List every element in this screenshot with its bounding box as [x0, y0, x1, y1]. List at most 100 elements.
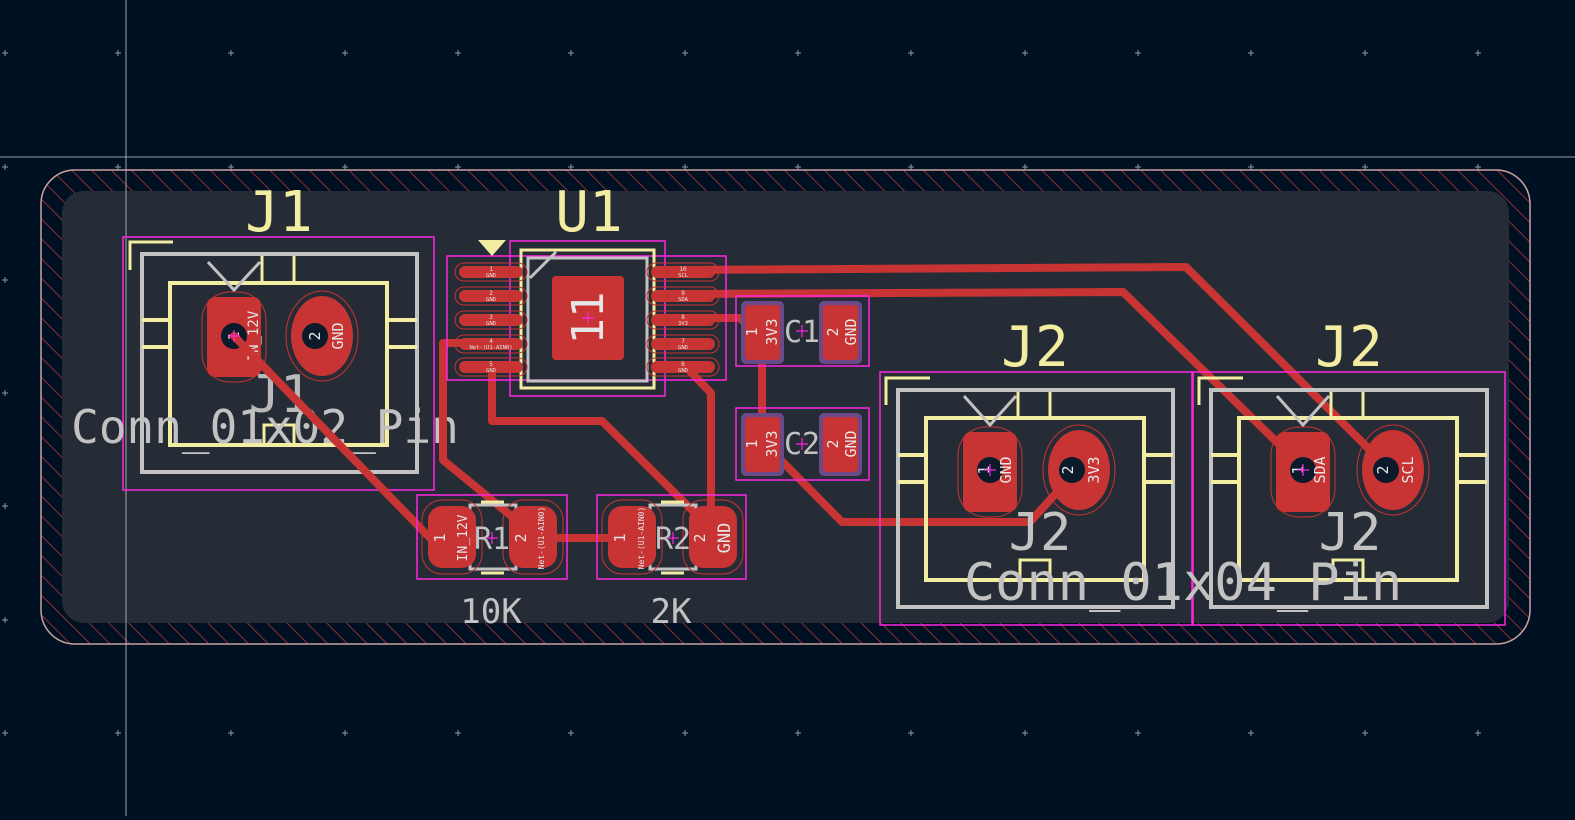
u1-pad-num: 5 — [489, 361, 493, 368]
r1-pad-2-clearance — [502, 499, 564, 575]
j2-value[interactable]: Conn_01x04_Pin — [964, 553, 1402, 613]
r2-pad-2[interactable] — [689, 506, 737, 568]
track-3v3-j2[interactable] — [761, 440, 1072, 526]
j1-pad-2-net: GND — [329, 322, 347, 349]
u1-pad-num: 9 — [681, 290, 685, 297]
r1-pad-1-clearance — [421, 499, 483, 575]
j1-reference[interactable]: J1 — [245, 180, 312, 245]
j2b-fab-reference: J2 — [1319, 503, 1382, 563]
u1-pad-net: GND — [486, 368, 496, 374]
j2b-reference[interactable]: J2 — [1315, 315, 1382, 380]
c1-pad-2[interactable] — [823, 305, 858, 360]
j1-latch — [262, 423, 296, 447]
footprint-r2[interactable]: 1 Net-(U1-AIN0) 2 GND R2 2K — [596, 494, 747, 632]
copper-tracks[interactable] — [230, 263, 1379, 544]
footprint-c1[interactable]: 1 3V3 2 GND C1 — [735, 295, 870, 367]
c2-pad-1[interactable] — [745, 417, 780, 472]
u1-pad-net: GND — [486, 321, 496, 327]
u1-pad-net: GND — [486, 273, 496, 279]
j1-pad-2[interactable]: 2 GND — [285, 290, 359, 382]
track-gnd-u1[interactable] — [681, 362, 715, 528]
track-gnd-r2[interactable] — [488, 364, 710, 528]
u1-pad-1[interactable] — [459, 266, 523, 278]
footprint-c2[interactable]: 1 3V3 2 GND C2 — [735, 407, 870, 481]
u1-pad-net: SDA — [678, 297, 689, 303]
j2a-pad-1-net: GND — [997, 456, 1015, 483]
j2a-fab-reference: J2 — [1009, 503, 1072, 563]
u1-pad-clearance — [646, 286, 720, 306]
u1-pad-clearance — [646, 310, 720, 330]
u1-pad-num: 3 — [489, 314, 493, 321]
u1-pad-clearance — [646, 262, 720, 282]
u1-pad-clearance — [454, 310, 528, 330]
r1-pad-1-net: IN_12V — [456, 514, 471, 561]
r2-pad-1[interactable] — [608, 506, 656, 568]
u1-pin1-triangle — [478, 240, 506, 256]
j1-pin1-marker — [128, 240, 173, 270]
u1-pad-3[interactable] — [459, 314, 523, 326]
r2-pad-2-num: 2 — [691, 533, 709, 542]
j2b-pad-1-clearance — [1270, 426, 1336, 518]
j2a-pad-2-num: 2 — [1059, 465, 1077, 474]
r2-value[interactable]: 2K — [651, 592, 692, 632]
u1-pad-clearance — [646, 334, 720, 354]
track-sda[interactable] — [666, 288, 1294, 459]
j1-pin1-triangle — [206, 260, 262, 293]
j1-courtyard — [122, 236, 435, 491]
track-in-12v[interactable] — [230, 332, 436, 544]
u1-pad-net: GND — [678, 345, 688, 351]
c1-pad-1[interactable] — [745, 305, 780, 360]
u1-pad-net: 3V3 — [678, 321, 688, 327]
u1-pad-num: 7 — [681, 338, 685, 345]
j2a-pad-2-clearance — [1042, 424, 1116, 516]
j2b-fab-outline — [1209, 388, 1489, 609]
u1-pad-9[interactable] — [651, 290, 715, 302]
track-ain0-r1[interactable] — [439, 339, 525, 528]
j2a-pad-2-net: 3V3 — [1085, 456, 1103, 483]
u1-fab-chamfer — [528, 250, 558, 280]
r1-pad-2[interactable] — [509, 506, 557, 568]
j1-fab-outline — [140, 252, 419, 474]
j2a-reference[interactable]: J2 — [1001, 315, 1068, 380]
board-outline[interactable] — [40, 169, 1531, 645]
j2b-pad-1-net: SDA — [1311, 456, 1329, 483]
u1-pad-6[interactable] — [651, 361, 715, 373]
j2b-pad-2-hole — [1373, 457, 1399, 483]
j2b-courtyard — [1192, 371, 1506, 626]
footprint-j2a[interactable]: 1 GND 2 3V3 J2 J2 — [879, 315, 1193, 626]
c1-pad-1-num: 1 — [743, 327, 761, 336]
c1-pad-2-num: 2 — [824, 327, 842, 336]
u1-pad-7[interactable] — [651, 338, 715, 350]
track-scl[interactable] — [666, 263, 1379, 459]
j2b-pad-2-num: 2 — [1374, 465, 1392, 474]
u1-pad-4[interactable] — [459, 338, 523, 350]
board-fill — [62, 191, 1509, 623]
u1-reference[interactable]: U1 — [555, 180, 622, 245]
u1-pad-2[interactable] — [459, 290, 523, 302]
j2b-pad-2[interactable]: 2 SCL — [1356, 424, 1430, 516]
u1-pad-8[interactable] — [651, 314, 715, 326]
u1-pad-num: 8 — [681, 314, 685, 321]
u1-pad-5[interactable] — [459, 361, 523, 373]
c2-pad-2[interactable] — [823, 417, 858, 472]
u1-pad-10[interactable] — [651, 266, 715, 278]
c2-courtyard — [735, 407, 870, 481]
footprint-r1[interactable]: 1 IN_12V 2 Net-(U1-AIN0) R1 10K — [416, 494, 568, 632]
j1-value[interactable]: Conn_01x02_Pin — [71, 400, 459, 454]
j2b-pad-2-clearance — [1356, 424, 1430, 516]
u1-pad-num: 1 — [489, 266, 493, 273]
r1-pad-1[interactable] — [428, 506, 476, 568]
j2b-pad-2-net: SCL — [1399, 456, 1417, 483]
j1-pad-2-hole — [302, 323, 328, 349]
r1-value[interactable]: 10K — [460, 592, 522, 632]
edge-cuts[interactable] — [40, 169, 1531, 645]
c2-pad-1-net: 3V3 — [763, 430, 781, 457]
c1-courtyard — [735, 295, 870, 367]
j2a-pad-2[interactable]: 2 3V3 — [1042, 424, 1116, 516]
r1-pad-2-net: Net-(U1-AIN0) — [537, 507, 546, 570]
